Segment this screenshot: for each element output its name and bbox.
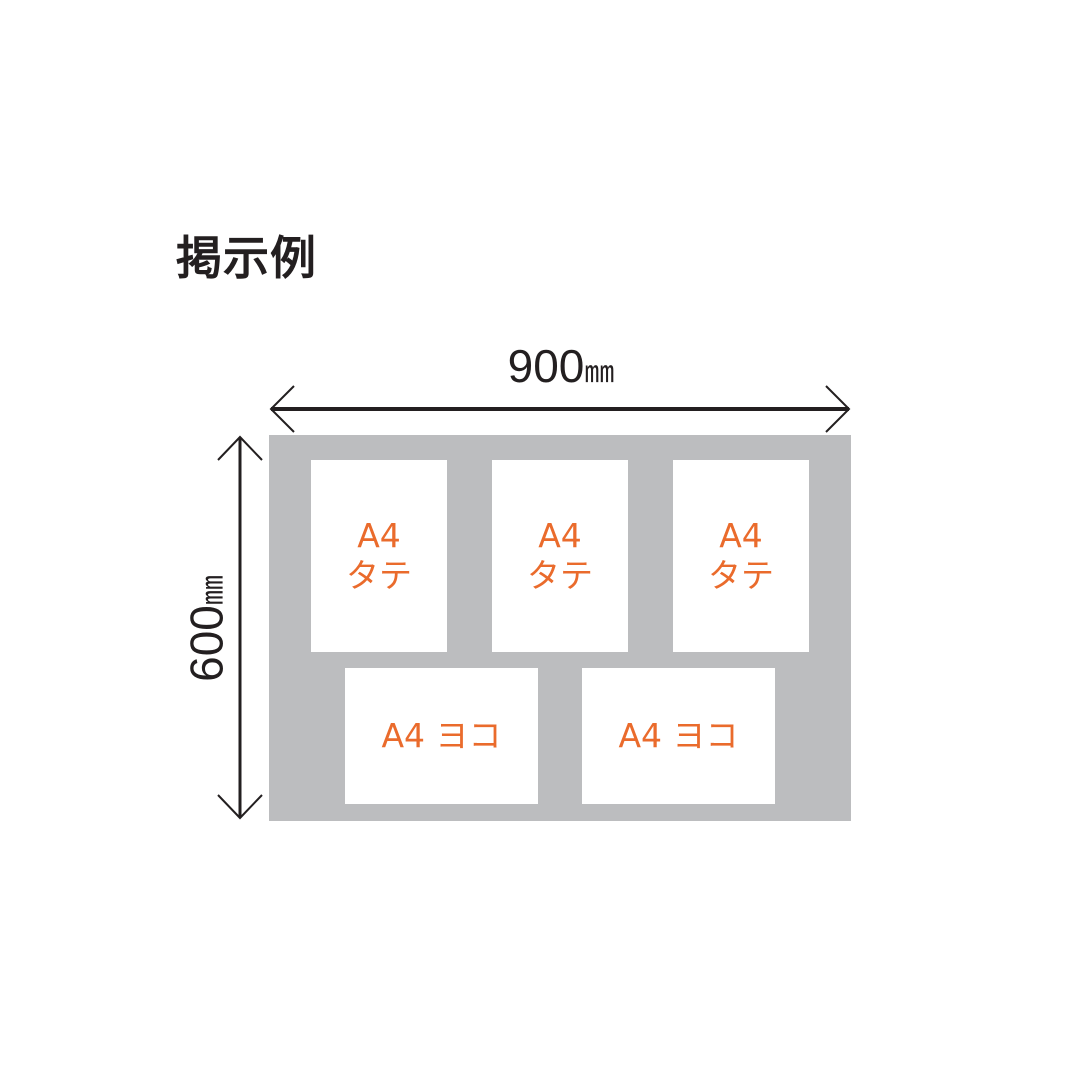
sheet-orientation: タテ: [527, 556, 593, 595]
sheet-orientation: タテ: [708, 556, 774, 595]
a4-portrait-sheet-3: A4 タテ: [673, 460, 809, 652]
bulletin-board: A4 タテ A4 タテ A4 タテ A4 ヨコ A4 ヨコ: [269, 435, 851, 821]
diagram-title: 掲示例: [176, 231, 317, 285]
width-unit: ㎜: [584, 356, 614, 389]
sheet-size: A4: [538, 516, 582, 555]
sheet-label: A4 ヨコ: [381, 716, 502, 755]
a4-portrait-sheet-1: A4 タテ: [311, 460, 447, 652]
width-value: 900: [507, 340, 585, 392]
sheet-size: A4: [357, 516, 401, 555]
a4-landscape-sheet-1: A4 ヨコ: [345, 668, 538, 804]
width-arrow-icon: [269, 385, 851, 433]
height-arrow-icon: [217, 435, 263, 820]
sheet-orientation: タテ: [346, 556, 412, 595]
a4-landscape-sheet-2: A4 ヨコ: [582, 668, 775, 804]
sheet-label: A4 ヨコ: [618, 716, 739, 755]
width-dimension-label: 900㎜: [470, 338, 650, 401]
sheet-size: A4: [719, 516, 763, 555]
a4-portrait-sheet-2: A4 タテ: [492, 460, 628, 652]
